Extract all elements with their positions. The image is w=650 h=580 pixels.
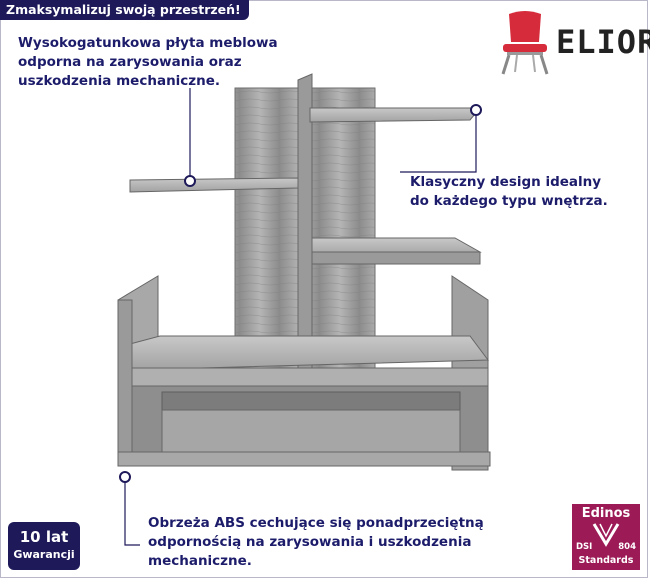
elior-logo — [501, 11, 549, 75]
certification-badge: Edinos DSI 804 Standards — [572, 504, 640, 570]
certification-check-icon — [592, 523, 620, 547]
callout-design: Klasyczny design idealny do każdego typu… — [410, 174, 608, 209]
brand-name: ELIOR — [556, 23, 650, 61]
callout-material: Wysokogatunkowa płyta meblowa odporna na… — [18, 35, 278, 89]
callout-edges: Obrzeża ABS cechujące się ponadprzeciętn… — [148, 515, 484, 569]
chair-icon — [501, 11, 549, 75]
promo-banner: Zmaksymalizuj swoją przestrzeń! — [0, 0, 249, 20]
warranty-badge: 10 lat Gwarancji — [8, 522, 80, 570]
